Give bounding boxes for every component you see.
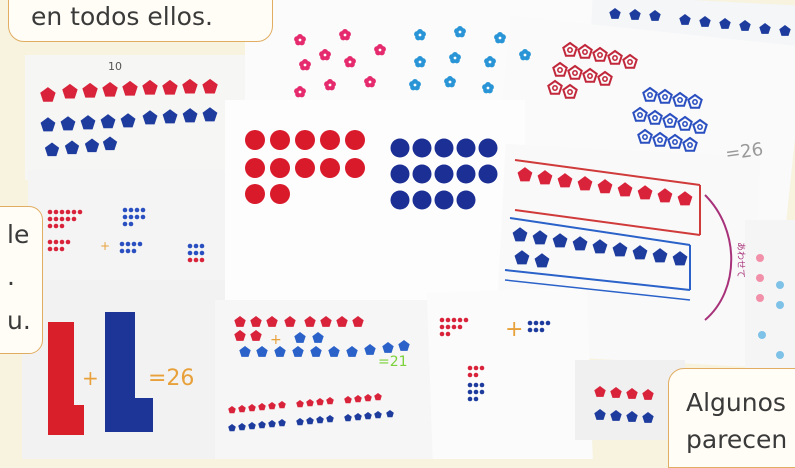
caption-callout-top: en todos ellos. — [8, 0, 273, 42]
handwritten-vertical-label: あわせて — [735, 242, 746, 278]
caption-text-top: en todos ellos. — [31, 2, 213, 31]
caption-fragment-3: u. — [7, 303, 31, 339]
handwritten-equation-26-left: =26 — [148, 366, 194, 391]
svg-text:+: + — [270, 332, 282, 348]
svg-text:+: + — [82, 366, 99, 390]
caption-text-bottom-line1: Algunos — [686, 388, 786, 417]
caption-fragment-2: . — [7, 259, 15, 295]
caption-callout-bottom: Algunos parecen — [668, 368, 795, 468]
caption-fragment-1: le — [7, 217, 29, 253]
handwritten-equation-21: =21 — [378, 354, 408, 370]
caption-text-bottom-line2: parecen — [686, 422, 795, 458]
caption-callout-left: le . u. — [0, 206, 43, 354]
handwritten-ten-mark: 10 — [108, 60, 122, 73]
svg-text:+: + — [100, 239, 110, 253]
svg-text:+: + — [505, 317, 523, 342]
